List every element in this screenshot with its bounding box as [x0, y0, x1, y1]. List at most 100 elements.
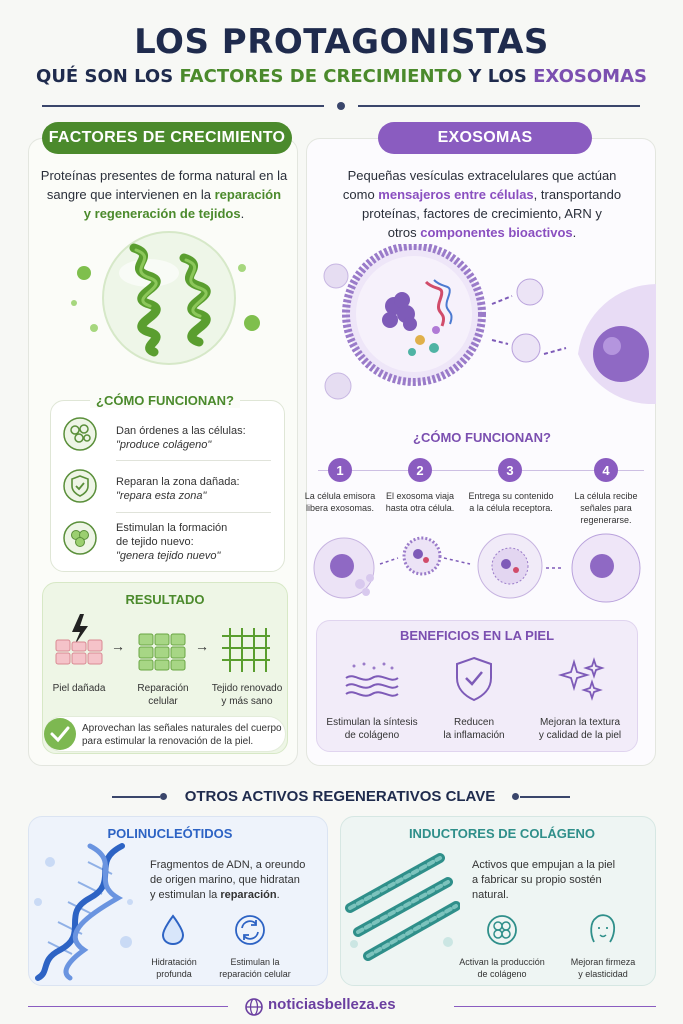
gf-result-note: Aprovechan las señales naturales del cue…	[82, 722, 282, 748]
renewed-tissue-icon	[222, 628, 270, 672]
ex-desc-l1: Pequeñas vesículas extracelulares que ac…	[347, 168, 617, 183]
poly-desc-l3-post: .	[276, 889, 280, 901]
water-drop-icon	[161, 914, 185, 946]
gf-step-2-quote: "repara esta zona"	[116, 490, 207, 502]
wavy-collagen-icon	[345, 662, 399, 697]
ex-desc-l4-hl: componentes bioactivos	[420, 225, 573, 240]
subtitle-exosomes: EXOSOMAS	[533, 66, 647, 87]
poly-feature-1-l1: Hidratación	[151, 957, 197, 967]
ex-step-2-num: 2	[408, 458, 432, 482]
ex-desc-l2-pre: como	[342, 187, 379, 202]
gf-result-2-l2: celular	[148, 696, 178, 707]
exosome-process-illustration	[313, 533, 641, 603]
protein-helix-illustration	[71, 231, 260, 365]
subtitle-growth-factors: FACTORES DE CRECIMIENTO	[179, 66, 463, 87]
gf-result-title: RESULTADO	[125, 592, 205, 607]
other-divider-dot-left	[160, 793, 167, 800]
gf-desc-end: .	[240, 206, 245, 221]
poly-desc-l3-pre: y estimulan la	[150, 889, 221, 901]
gf-step-2-text: Reparan la zona dañada:	[116, 476, 240, 488]
header-divider-right	[358, 105, 640, 107]
ex-step-2-l2: hasta otra célula.	[385, 503, 455, 513]
ex-benefit-1-l1: Estimulan la síntesis	[326, 717, 418, 728]
gf-result-note-box	[44, 716, 286, 752]
ex-benefit-2-l1: Reducen	[453, 717, 495, 728]
gf-step-3-text-a: Estimulan la formación	[116, 522, 228, 534]
ex-step-1-l2: libera exosomas.	[305, 503, 375, 513]
damaged-skin-icon	[55, 614, 103, 665]
gf-step-1-text: Dan órdenes a las células:	[116, 425, 246, 437]
collagen-desc-l1: Activos que empujan a la piel	[472, 859, 616, 871]
poly-description: Fragmentos de ADN, a oreundo de origen ma…	[150, 858, 325, 903]
gf-result-note-l2: para estimular la renovación de la piel.	[82, 736, 254, 747]
gf-step-2: Reparan la zona dañada: "repara esta zona…	[116, 475, 281, 503]
ex-step-4-l1: La célula recibe	[574, 491, 638, 501]
tissue-cells-icon	[63, 521, 97, 555]
ex-benefit-2: Reducen la inflamación	[424, 716, 524, 742]
gf-result-3-l1: Tejido renovado	[211, 683, 283, 694]
gf-step-divider-2	[116, 512, 271, 513]
other-divider-dot-right	[512, 793, 519, 800]
collagen-cells-icon	[63, 417, 97, 451]
collagen-fibers-illustration	[345, 853, 460, 961]
gf-how-title: ¿CÓMO FUNCIONAN?	[90, 393, 240, 408]
ex-steps-line	[318, 470, 644, 471]
gf-desc-highlight1: reparación	[214, 187, 282, 202]
gf-desc-line2: sangre que intervienen en la	[46, 187, 215, 202]
poly-desc-l2: de origen marino, que hidratan	[150, 874, 300, 886]
gf-step-divider-1	[116, 460, 271, 461]
ex-benefit-1: Estimulan la síntesis de colágeno	[322, 716, 422, 742]
cell-repair-cycle-icon	[235, 915, 265, 945]
exosomes-description: Pequeñas vesículas extracelulares que ac…	[316, 166, 648, 242]
subtitle-mid: Y LOS	[462, 66, 534, 87]
ex-step-3-num: 3	[498, 458, 522, 482]
gf-result-1: Piel dañada	[44, 682, 114, 695]
sparkles-icon	[557, 657, 605, 701]
collagen-feature-2-l2: y elasticidad	[578, 969, 628, 979]
gf-desc-highlight2: y regeneración de tejidos	[83, 206, 241, 221]
poly-title: POLINUCLEÓTIDOS	[107, 826, 233, 841]
footer-divider-left	[28, 1006, 228, 1007]
footer-divider-right	[454, 1006, 656, 1007]
ex-benefit-3-l2: y calidad de la piel	[538, 730, 622, 741]
ex-benefits-box	[316, 620, 638, 752]
gf-result-1-l1: Piel dañada	[52, 683, 106, 694]
ex-step-2-l1: El exosoma viaja	[385, 491, 455, 501]
footer-site-link[interactable]: noticiasbelleza.es	[268, 996, 396, 1013]
gf-result-note-l1: Aprovechan las señales naturales del cue…	[82, 723, 282, 734]
shield-check-icon	[456, 656, 492, 702]
gf-arrow-1: →	[111, 638, 125, 654]
gf-step-3-text-b: de tejido nuevo:	[116, 536, 194, 548]
gf-step-1: Dan órdenes a las células:"produce colág…	[116, 424, 281, 452]
cell-repair-icon	[138, 633, 186, 671]
page-subtitle: QUÉ SON LOS FACTORES DE CRECIMIENTO Y LO…	[0, 66, 683, 87]
gf-result-3-l2: y más sano	[221, 696, 273, 707]
globe-icon	[245, 998, 263, 1016]
ex-desc-l2-hl: mensajeros entre células	[378, 187, 534, 202]
ex-desc-l3: proteínas, factores de crecimiento, ARN …	[362, 206, 602, 221]
ex-step-2: El exosoma viaja hasta otra célula.	[380, 490, 460, 514]
poly-desc-l3-hl: reparación	[220, 889, 277, 901]
ex-benefit-1-l2: de colágeno	[344, 730, 400, 741]
ex-benefit-2-l2: la inflamación	[443, 730, 505, 741]
header-divider-left	[42, 105, 324, 107]
ex-step-4-l3: regenerarse.	[580, 515, 632, 525]
collagen-desc-l3: natural.	[472, 889, 509, 901]
ex-desc-l4-pre: otros	[387, 225, 421, 240]
exosome-vesicle-illustration	[323, 244, 656, 404]
poly-desc-l1: Fragmentos de ADN, a oreundo	[150, 859, 306, 871]
exosomes-pill: EXOSOMAS	[378, 122, 592, 154]
ex-step-1-l1: La célula emisora	[304, 491, 376, 501]
shield-check-icon	[63, 469, 97, 503]
ex-step-1: La célula emisora libera exosomas.	[300, 490, 380, 514]
collagen-feature-1-l1: Activan la producción	[459, 957, 545, 967]
